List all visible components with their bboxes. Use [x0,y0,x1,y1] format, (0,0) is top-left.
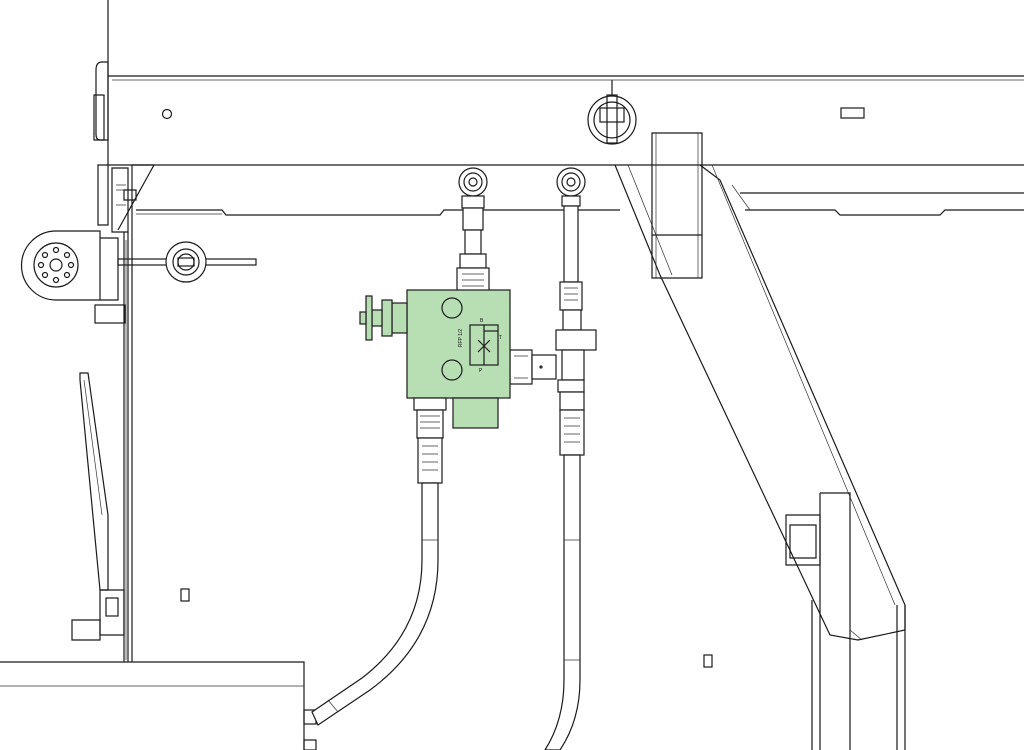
valve-tee-connector [509,349,557,385]
left-support-plate [71,232,129,662]
right-hydraulic-line [544,167,597,750]
port-b-label: B [480,318,484,324]
diagonal-brace [614,132,906,641]
valve-plug-bottom [441,359,463,381]
beam-hole [161,108,173,120]
marker-square-right [703,654,713,668]
port-p-label: P [479,368,483,374]
pivot-lug [20,230,126,324]
pull-pin [587,80,637,145]
bottom-left-box [0,661,317,750]
marker-square-left [180,588,190,602]
valve-lower-boss [452,397,499,429]
rod-with-ring [117,241,257,283]
valve-schematic-symbol [469,324,499,366]
left-hinge-bracket [93,61,156,233]
valve-model-label: RFP 1/2 [458,329,464,347]
lug-bolt-holes [37,246,75,284]
top-beam [107,0,1024,172]
lower-left-hose [311,397,447,726]
port-t-label: T [499,335,502,341]
left-hydraulic-line [456,167,490,295]
right-column [785,492,906,750]
valve-block: RFP 1/2 B P T [359,289,511,429]
beam-slot [840,107,865,119]
valve-plug-top [441,297,463,319]
adjuster-knob [359,295,408,341]
